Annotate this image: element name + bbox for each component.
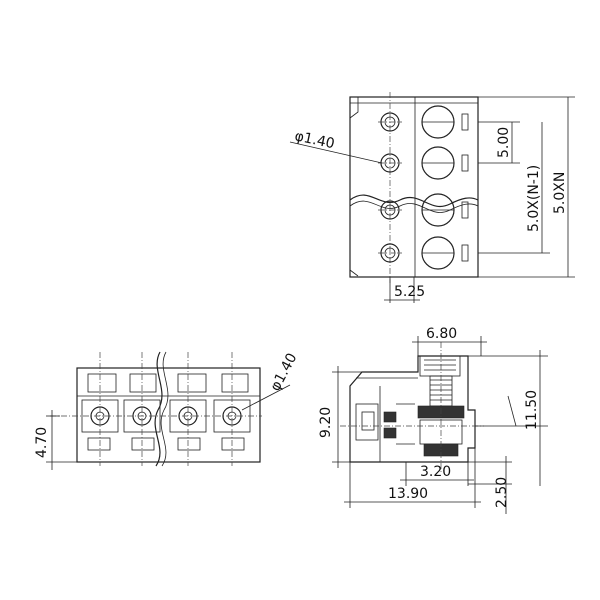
- side-view-right-height-label: 11.50: [524, 390, 540, 430]
- side-view-left-height-label: 9.20: [318, 407, 334, 438]
- top-view-body: [349, 96, 479, 278]
- front-view-body: [76, 367, 261, 463]
- side-view-top-width-label: 6.80: [426, 326, 457, 342]
- front-view-break-line: [154, 351, 163, 467]
- side-view-body: [349, 355, 476, 463]
- side-view: 6.80 9.20 11.50 2.50 3.20 13.90: [318, 326, 548, 514]
- front-view: φ1.40 4.70: [34, 351, 301, 470]
- top-view: φ1.40 5.25 5.00 5.0X(N-1) 5.0XN: [289, 92, 575, 303]
- top-view-pitch-label: 5.00: [496, 127, 512, 158]
- side-view-inner-width-label: 3.20: [420, 464, 451, 480]
- front-view-height-label: 4.70: [34, 427, 50, 458]
- top-view-span-n: 5.0XN: [552, 172, 568, 214]
- top-view-hole-diameter: φ1.40: [293, 128, 336, 152]
- front-view-hole-diameter: φ1.40: [267, 351, 300, 394]
- side-view-total-width-label: 13.90: [388, 486, 428, 502]
- side-view-screw-head: [419, 355, 461, 377]
- side-view-offset-label: 2.50: [494, 477, 510, 508]
- top-view-hole-leader: [289, 141, 383, 164]
- top-view-screw-heads: [421, 105, 469, 270]
- top-view-width-label: 5.25: [394, 284, 425, 300]
- top-view-span-n-minus-1: 5.0X(N-1): [526, 165, 542, 232]
- top-view-break-line: [349, 194, 479, 207]
